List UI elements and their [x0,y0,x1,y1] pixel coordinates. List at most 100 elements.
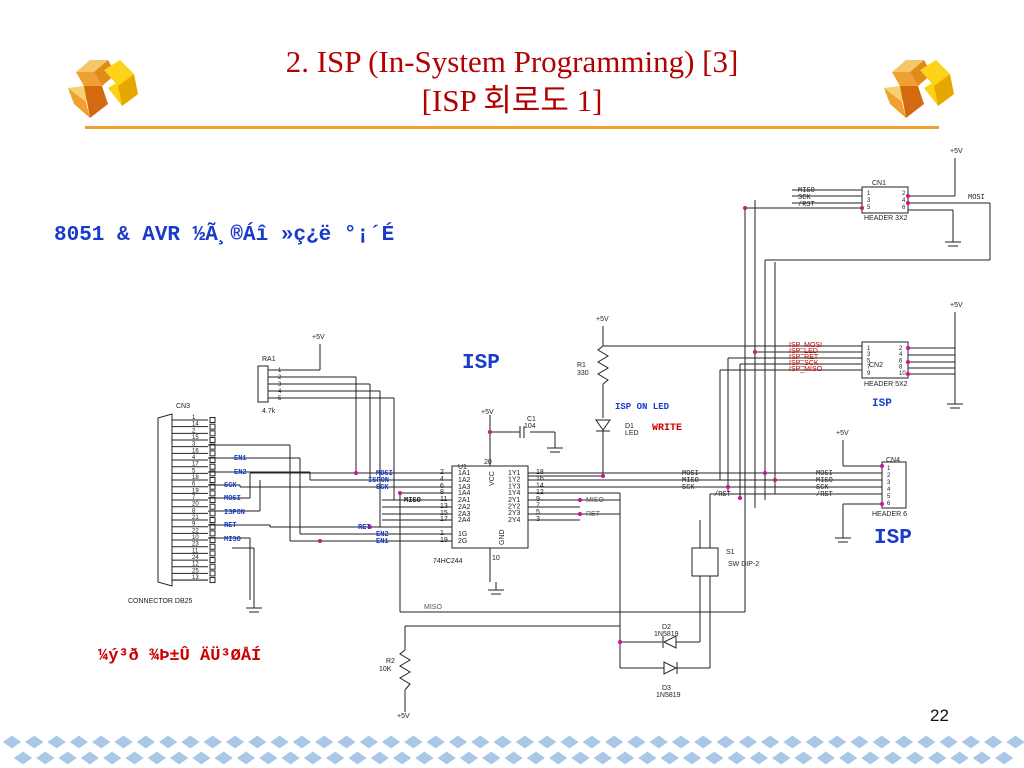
db25-pin-box [209,470,216,477]
cn4-header [881,461,907,509]
db25-pin-number: 4 [192,455,196,461]
db25-pin-number: 24 [192,555,199,561]
rst-net: /RST [714,491,731,499]
footer-diamond [792,750,815,766]
d3-ref: D3 [662,685,671,692]
footer-diamond [681,750,703,766]
footer-diamond [558,734,581,750]
db25-pin-number: 23 [192,542,199,548]
u1-pin-name: 1A3 [458,484,471,491]
footer-diamond [591,750,614,766]
db25-pin-number: 7 [192,495,196,501]
u1-pin-number: 15 [440,510,448,517]
cn1-pin-number: 4 [902,198,906,204]
ra1-resistor-array [257,365,269,403]
ra1-pin-number: 1 [278,368,282,374]
d1-ref: D1 [625,423,634,430]
footer-diamond [413,750,436,766]
footer-diamond [79,750,101,766]
cn4-name: HEADER 6 [872,511,907,518]
footer-diamond [714,734,737,750]
isp-label: ISP [462,352,500,375]
u1-pin-name: 1A2 [458,477,471,484]
footer-diamond [357,734,380,750]
db25-pin-box [209,417,216,423]
db25-pin-number: 11 [192,548,199,554]
footer-diamond [525,750,547,766]
r2-value: 10K [379,666,392,673]
db25-pin-number: 6 [192,482,196,488]
slide-subtitle: [ISP 회로도 1] [421,83,603,118]
u1-pin-name: 2Y2 [508,504,521,511]
u1-gnd: GND [499,529,506,545]
footer-diamond [1004,734,1024,750]
r1-value: 330 [577,370,589,377]
db25-pin-number: 19 [192,488,199,494]
power-label: +5V [596,316,609,323]
cn1-pin-number: 1 [867,191,871,197]
cn3-net: ISPON [224,509,245,517]
c1-ref: C1 [527,416,536,423]
cn3-net: MISO [224,536,241,544]
footer-diamond [770,750,793,766]
footer-diamond [982,734,1005,750]
footer-diamond [904,750,926,766]
cn2-pin-number: 6 [899,358,903,364]
ra1-ref: RA1 [262,356,276,363]
u1-pin-name: 1Y1 [508,470,521,477]
cn3-net: EN1 [234,455,247,463]
db25-pin-box [209,570,216,577]
db25-pin-box [209,477,216,484]
slide-title: 2. ISP (In-System Programming) [3] [285,44,739,79]
isp-label: ISP [872,398,892,410]
cn2-pin-number: 3 [867,352,871,358]
d2-ref: D2 [662,624,671,631]
footer-diamond [580,734,603,750]
cn1-net-rst: /RST [798,201,815,209]
u1-pin-name: 2A1 [458,497,471,504]
ra1-pin-number: 2 [278,375,282,381]
cn1-pin-number: 2 [902,191,906,197]
db25-pin-number: 8 [192,508,196,514]
u1-input-net: RET [358,524,371,532]
db25-pin-box [209,563,216,570]
u1-pin-number: 9 [536,496,540,503]
footer-diamond [268,734,291,750]
cn2-name: HEADER 5X2 [864,381,908,388]
isp-on-led-label: ISP ON LED [615,402,670,412]
u1-pin-vcc: 20 [484,459,492,466]
db25-pin-number: 15 [192,435,199,441]
ra1-pin-number: 5 [278,396,282,402]
db25-pin-box [209,497,216,504]
title-divider [85,126,939,129]
u1-pin-number: 8 [440,489,444,496]
u1-input-net: ISPON [368,477,389,485]
footer-diamond [201,734,224,750]
u1-pin-number: 14 [536,482,544,489]
db25-pin-box [209,483,216,490]
u1-pin-gnd: 10 [492,555,500,562]
footer-diamond [647,734,670,750]
footer-diamond [826,734,848,750]
footer-diamond [725,750,748,766]
footer-diamond [636,750,659,766]
cn4-net: MISO [816,477,833,485]
footer-diamond [45,734,68,750]
u1-pin-number: 16 [536,476,544,483]
footer-diamond [335,734,358,750]
db25-pin-number: 5 [192,468,196,474]
footer-diamond [491,734,514,750]
d3-value: 1N5819 [656,692,681,699]
power-label: +5V [312,334,325,341]
footer-diamond [614,750,636,766]
db25-pin-number: 25 [192,568,199,574]
footer-diamond [90,734,113,750]
u1-pin-name: 1G [458,531,467,538]
ground-symbol [835,530,851,543]
u1-pin-name: 2G [458,538,467,545]
db25-pin-box [209,550,216,557]
cn4-pin-number: 2 [887,473,891,479]
footer-diamond [960,734,982,750]
ground-symbol [488,582,504,595]
cn2-net: ISP_LED [789,348,818,355]
